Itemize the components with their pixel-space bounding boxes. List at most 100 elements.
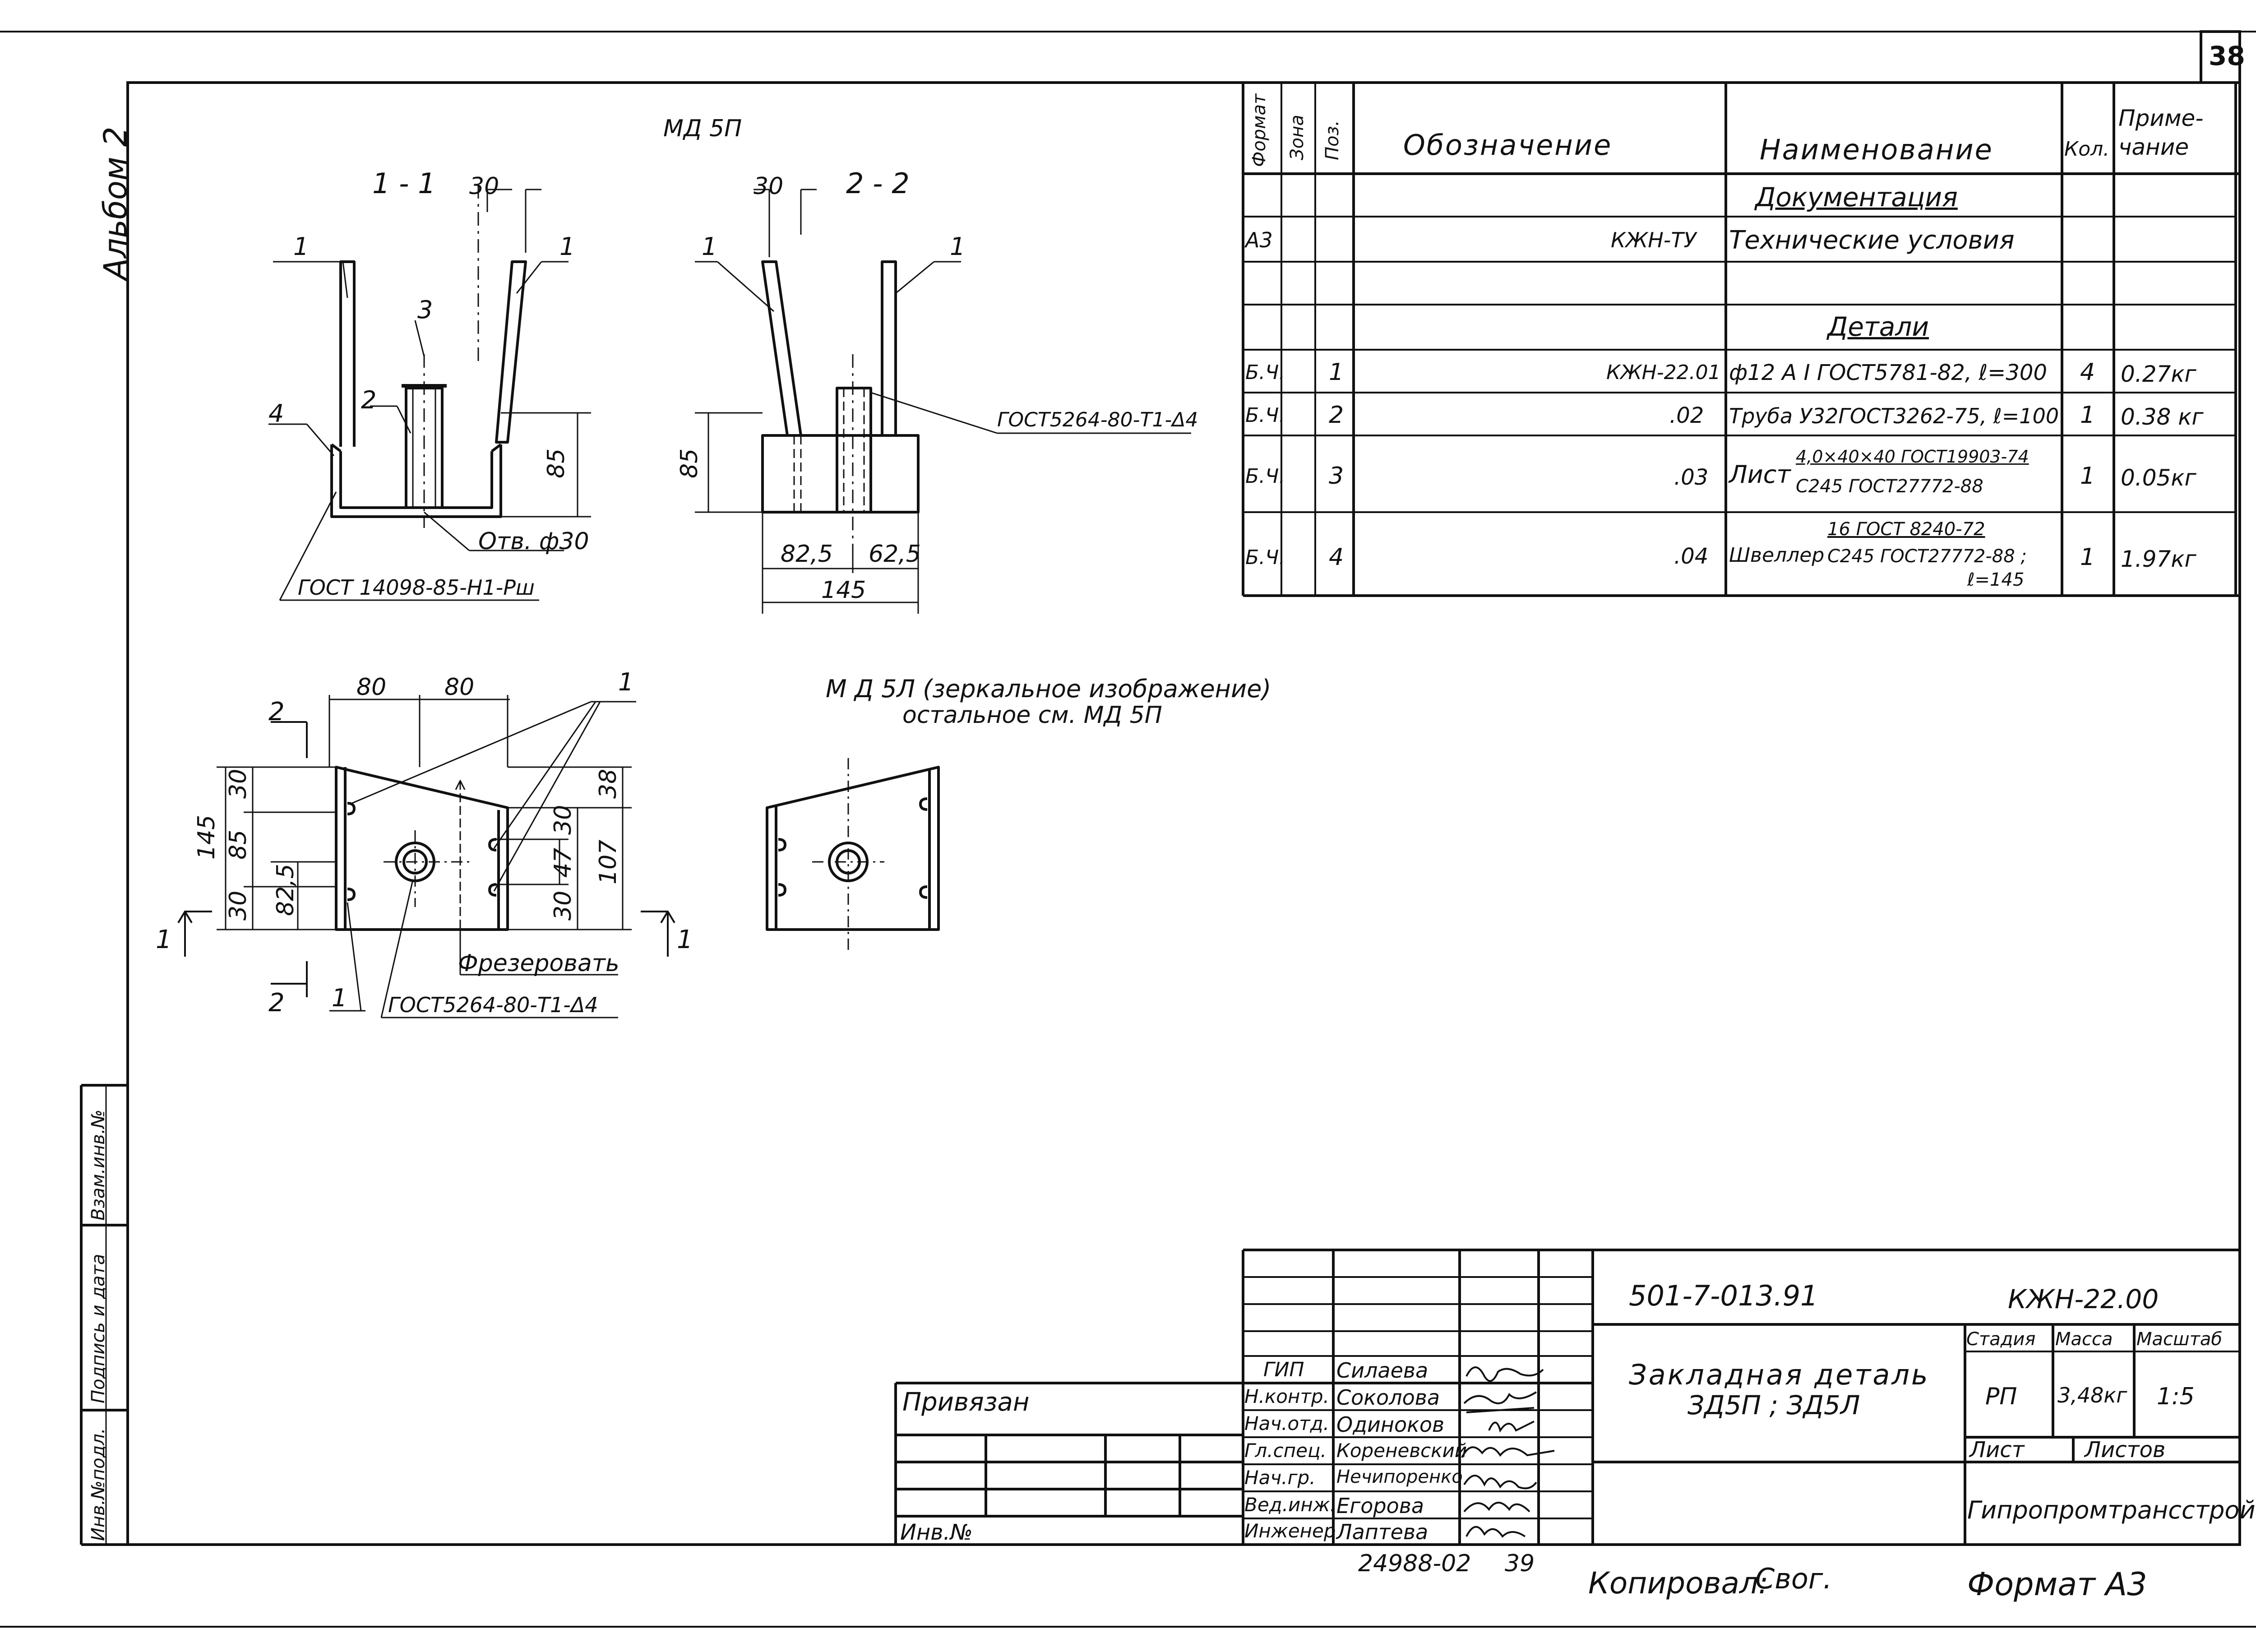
dim-38-label: 38 [595, 769, 622, 799]
staff-name: Кореневский [1336, 1439, 1467, 1462]
staff-role: Н.контр. [1244, 1385, 1329, 1407]
pos-1-label: 1 [559, 232, 575, 261]
cut-1-label: 1 [677, 925, 693, 954]
section-1-1-label: 1 - 1 [372, 167, 436, 200]
spec-row-pos: 4 [1329, 544, 1344, 571]
spec-row-note: 0.38 кг [2121, 404, 2204, 430]
dim-82-5-label: 82,5 [272, 864, 299, 916]
weld-note-gost5264-plan: ГОСТ5264-80-Т1-Δ4 [388, 993, 598, 1017]
format-label: Формат А3 [1967, 1566, 2147, 1603]
scale-value: 1:5 [2157, 1383, 2195, 1410]
dim-82-5-label: 82,5 [781, 541, 833, 568]
section-1-1-view [268, 185, 591, 601]
pos-1-label: 1 [702, 232, 717, 261]
mirror-note-line1: М Д 5Л (зеркальное изображение) [826, 675, 1271, 703]
dim-85-label: 85 [676, 449, 703, 478]
dim-85-label: 85 [225, 830, 252, 860]
cut-2-label: 2 [268, 697, 285, 727]
spec-row-qty: 1 [2080, 544, 2095, 571]
stage-value: РП [1985, 1383, 2017, 1410]
spec-row-pos: 3 [1329, 463, 1344, 490]
spec-section-parts: Детали [1827, 311, 1929, 342]
spec-row-pos: 2 [1329, 402, 1344, 429]
dim-85-label: 85 [543, 449, 570, 478]
dim-80-label: 80 [444, 674, 474, 701]
dim-145-label: 145 [193, 815, 220, 860]
sheet-label: Лист [1969, 1437, 2025, 1462]
spec-row-name: Лист [1729, 460, 1791, 489]
spec-row-qty: 4 [2080, 359, 2095, 386]
dim-30-label: 30 [225, 891, 252, 921]
dim-47-label: 47 [550, 848, 577, 878]
spec-row-name: Швеллер [1729, 544, 1825, 567]
spec-row-format: Б.Ч. [1245, 465, 1285, 488]
spec-row-note: 1.97кг [2121, 546, 2196, 572]
spec-row-name: Технические условия [1729, 226, 2015, 255]
sheets-label: Листов [2085, 1437, 2166, 1462]
pos-1-label: 1 [293, 232, 309, 261]
section-2-2-view [695, 189, 1191, 614]
inv-label: Инв.№ [900, 1520, 973, 1545]
spec-row-format: А3 [1245, 228, 1273, 252]
pos-4-label: 4 [268, 399, 284, 428]
spec-row-name-top: 4,0×40×40 ГОСТ19903-74 [1796, 447, 2029, 467]
spec-header-note: Приме-чание [2118, 105, 2204, 160]
doc-title-line1: Закладная деталь [1629, 1358, 1930, 1391]
dim-30-label: 30 [225, 769, 252, 799]
spec-row-name: ф12 А I ГОСТ5781-82, ℓ=300 [1729, 360, 2047, 385]
cut-1-label: 1 [156, 925, 172, 954]
dim-107-label: 107 [595, 840, 622, 884]
spec-row-designation: КЖН-22.01 [1606, 361, 1721, 384]
staff-name: Лаптева [1336, 1520, 1428, 1544]
stage-header: Стадия [1966, 1329, 2036, 1350]
dim-80-label: 80 [356, 674, 386, 701]
hole-note: Отв. ф30 [478, 528, 589, 555]
part-title-md5p: МД 5П [663, 115, 742, 142]
doc-title-line2: ЗД5П ; ЗД5Л [1687, 1390, 1860, 1421]
doc-number: 501-7-013.91 [1629, 1279, 1818, 1312]
staff-name: Егорова [1336, 1494, 1424, 1518]
dim-30-label: 30 [550, 805, 577, 835]
spec-row-designation: .02 [1669, 403, 1704, 428]
weld-note-gost14098: ГОСТ 14098-85-Н1-Рш [298, 575, 535, 600]
bottom-page: 39 [1505, 1550, 1535, 1577]
mirror-note-line2: остальное см. МД 5П [902, 702, 1162, 729]
cut-2-label: 2 [268, 988, 285, 1018]
spec-row-format: Б.Ч. [1245, 404, 1285, 427]
staff-role: Инженер [1244, 1520, 1336, 1542]
scale-header: Масштаб [2136, 1329, 2223, 1350]
dim-145-label: 145 [821, 577, 866, 604]
staff-role: Нач.гр. [1244, 1467, 1316, 1489]
spec-row-note: 0.05кг [2121, 465, 2196, 491]
spec-row-name-extra: ℓ=145 [1967, 569, 2025, 590]
mill-note: Фрезеровать [458, 950, 619, 977]
staff-role: Гл.спец. [1244, 1439, 1327, 1462]
pos-3-label: 3 [417, 296, 433, 324]
spec-header-qty: Кол. [2064, 138, 2110, 161]
spec-row-format: Б.Ч. [1245, 546, 1285, 569]
spec-row-pos: 1 [1329, 359, 1344, 386]
mass-value: 3,48кг [2057, 1383, 2127, 1407]
doc-code: КЖН-22.00 [2008, 1284, 2159, 1314]
spec-row-designation: .03 [1674, 465, 1709, 490]
copied-signature: Свог. [1755, 1562, 1832, 1595]
staff-role: ГИП [1263, 1358, 1304, 1381]
staff-role: Вед.инж. [1244, 1494, 1336, 1516]
spec-row-designation: КЖН-ТУ [1611, 228, 1697, 252]
plan-view-md5l [766, 758, 940, 952]
spec-row-note: 0.27кг [2121, 361, 2196, 387]
plan-view-md5p [177, 695, 675, 1018]
copied-label: Копировал: [1588, 1566, 1769, 1601]
spec-row-format: Б.Ч. [1245, 361, 1285, 384]
dim-62-5-label: 62,5 [869, 541, 921, 568]
spec-header-designation: Обозначение [1403, 129, 1613, 162]
spec-row-name-bottom: С245 ГОСТ27772-88 [1796, 476, 1983, 497]
page-number: 38 [2209, 41, 2245, 71]
pos-1-label: 1 [950, 232, 966, 261]
spec-row-name-top: 16 ГОСТ 8240-72 [1827, 519, 1985, 540]
privyazan-label: Привязан [902, 1388, 1030, 1417]
